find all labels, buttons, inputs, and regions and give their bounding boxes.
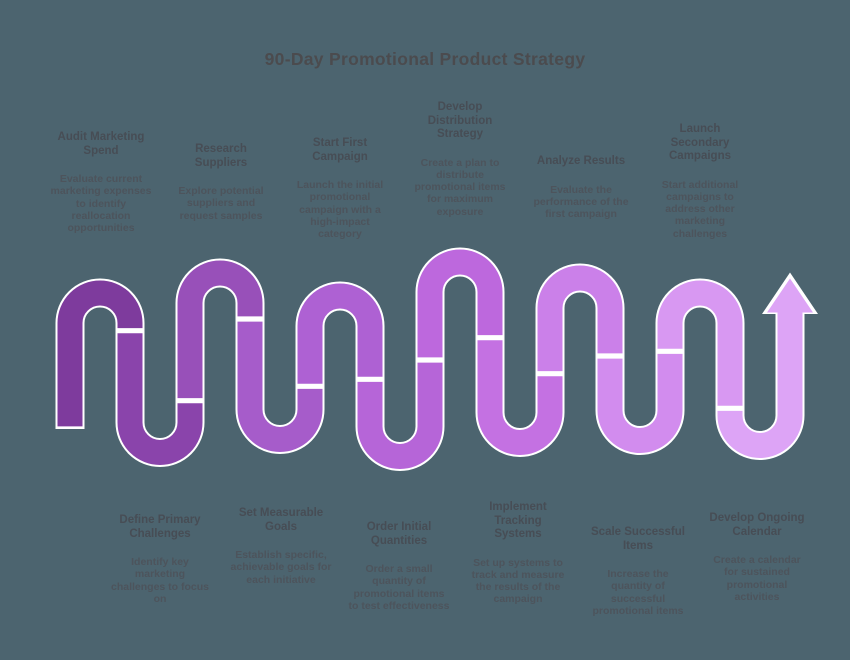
step-description: Evaluate the performance of the first ca…: [533, 183, 629, 221]
step-block-order-initial-quantities: Order Initial Quantities Order a small q…: [324, 521, 474, 612]
step-title: Analyze Results: [536, 155, 626, 167]
step-block-set-measurable-goals: Set Measurable Goals Establish specific,…: [206, 507, 356, 586]
step-block-start-first-campaign: Start First Campaign Launch the initial …: [265, 137, 415, 240]
step-block-launch-secondary-campaigns: Launch Secondary Campaigns Start additio…: [625, 123, 775, 240]
step-title: Develop Distribution Strategy: [427, 101, 493, 140]
path-segment: [57, 249, 803, 469]
step-description: Explore potential suppliers and request …: [178, 185, 264, 222]
step-description: Establish specific, achievable goals for…: [230, 549, 332, 586]
step-title: Develop Ongoing Calendar: [709, 512, 805, 538]
page-title: 90-Day Promotional Product Strategy: [264, 49, 586, 69]
step-block-scale-successful-items: Scale Successful Items Increase the quan…: [563, 526, 713, 617]
step-block-develop-ongoing-calendar: Develop Ongoing Calendar Create a calend…: [682, 512, 832, 603]
step-description: Start additional campaigns to address ot…: [661, 178, 739, 240]
step-title: Implement Tracking Systems: [489, 501, 547, 540]
step-title: Start First Campaign: [312, 137, 368, 163]
step-description: Create a calendar for sustained promotio…: [713, 554, 801, 603]
step-block-implement-tracking-systems: Implement Tracking Systems Set up system…: [443, 501, 593, 606]
step-description: Create a plan to distribute promotional …: [414, 156, 506, 218]
step-description: Order a small quantity of promotional it…: [348, 563, 450, 612]
step-title: Define Primary Challenges: [119, 514, 201, 540]
step-title: Research Suppliers: [194, 143, 248, 169]
step-title: Scale Successful Items: [591, 526, 685, 552]
step-title: Audit Marketing Spend: [57, 131, 145, 157]
step-block-define-primary-challenges: Define Primary Challenges Identify key m…: [85, 514, 235, 605]
step-description: Increase the quantity of successful prom…: [592, 568, 684, 617]
step-block-research-suppliers: Research Suppliers Explore potential sup…: [146, 143, 296, 222]
arrow-up-icon: [767, 278, 813, 313]
step-description: Evaluate current marketing expenses to i…: [50, 173, 152, 235]
step-title: Set Measurable Goals: [238, 507, 324, 533]
step-block-audit-marketing-spend: Audit Marketing Spend Evaluate current m…: [26, 131, 176, 234]
step-description: Identify key marketing challenges to foc…: [110, 556, 210, 605]
step-description: Set up systems to track and measure the …: [471, 556, 565, 606]
step-block-analyze-results: Analyze Results Evaluate the performance…: [506, 155, 656, 220]
step-block-develop-distribution-strategy: Develop Distribution Strategy Create a p…: [385, 101, 535, 218]
step-description: Launch the initial promotional campaign …: [296, 179, 384, 241]
step-title: Order Initial Quantities: [366, 521, 432, 547]
step-title: Launch Secondary Campaigns: [669, 123, 731, 162]
